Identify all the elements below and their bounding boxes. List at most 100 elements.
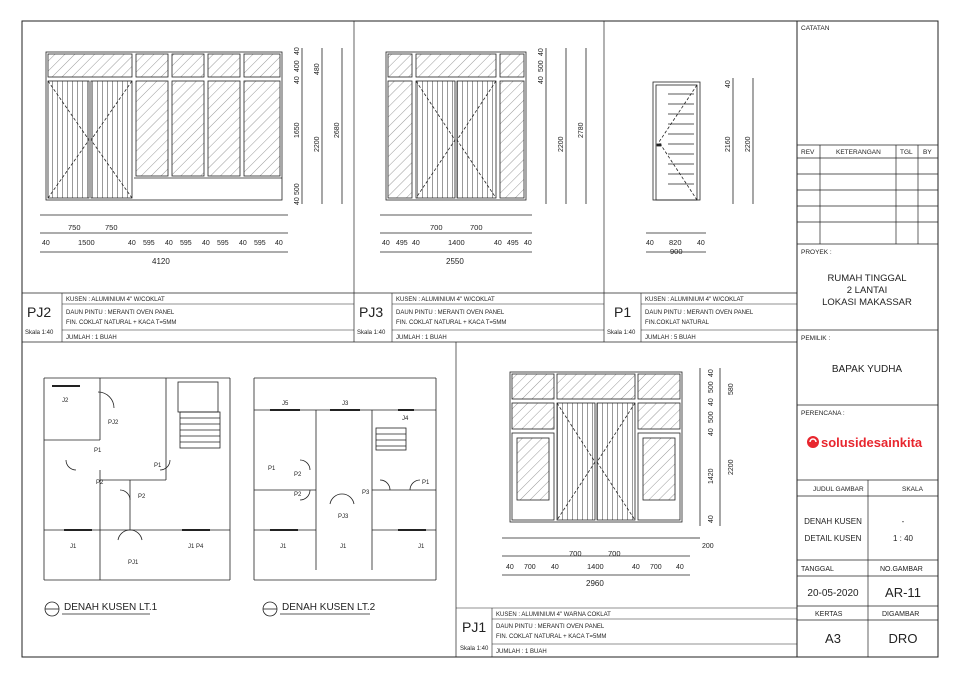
logo-mark: [807, 436, 819, 448]
logo-text-desain: desain: [859, 435, 900, 450]
catatan-label: CATATAN: [801, 25, 830, 32]
pj3-elevation: [380, 48, 587, 253]
pj1-dim-v40b: 40: [708, 398, 715, 406]
tag-p2a: P2: [96, 480, 104, 486]
pj3-dim-v2200: 2200: [558, 136, 565, 152]
pj3-title-strip: [391, 293, 604, 342]
pj2-dim-750b: 750: [105, 223, 118, 232]
pj3-daun: DAUN PINTU : MERANTI OVEN PANEL: [396, 310, 505, 316]
pj2-dim-v40b: 40: [294, 76, 301, 84]
pj1-dim-v40c: 40: [708, 428, 715, 436]
pj1-dim-700c: 700: [524, 564, 536, 571]
pj3-dim-40a: 40: [382, 240, 390, 247]
pemilik-label: PEMILIK :: [801, 335, 830, 342]
pemilik-value: BAPAK YUDHA: [832, 364, 903, 375]
pj2-fin: FIN. COKLAT NATURAL + KACA T=5MM: [66, 320, 176, 326]
pj3-dim-v40a: 40: [538, 48, 545, 56]
tag-j4: J4: [402, 416, 409, 422]
pj2-dim-595a: 595: [143, 240, 155, 247]
pj3-dim-v500: 500: [538, 60, 545, 72]
tag-j1c: J1: [280, 544, 287, 550]
digambar-value: DRO: [889, 631, 918, 646]
rev-header-tgl: TGL: [900, 149, 913, 156]
p1-dim-40b: 40: [697, 240, 705, 247]
kertas-label: KERTAS: [815, 611, 843, 618]
pj1-daun: DAUN PINTU : MERANTI OVEN PANEL: [496, 624, 605, 630]
rev-header-rev: REV: [801, 149, 815, 156]
pj1-dim-40b: 40: [551, 564, 559, 571]
nogambar-label: NO.GAMBAR: [880, 566, 923, 573]
p1-title-strip: [640, 293, 797, 342]
svg-text:solusidesainkita: solusidesainkita: [821, 435, 923, 450]
pj3-dim-40c: 40: [494, 240, 502, 247]
plan-lt2-title: DENAH KUSEN LT.2: [262, 601, 376, 617]
pj2-dim-40b: 40: [128, 240, 136, 247]
pj1-dim-v2200: 2200: [728, 459, 735, 475]
skala-label: SKALA: [902, 486, 924, 493]
proyek-line-1: RUMAH TINGGAL: [827, 273, 906, 284]
tag-p1d: P1: [422, 480, 430, 486]
pj3-kusen: KUSEN : ALUMINIUM 4" W/COKLAT: [396, 297, 495, 303]
tag-p2b: P2: [138, 494, 146, 500]
tag-p4: P4: [196, 544, 204, 550]
pj2-elevation: [40, 48, 343, 253]
rev-header-keterangan: KETERANGAN: [836, 149, 881, 156]
pj1-fin: FIN. COKLAT NATURAL + KACA T=5MM: [496, 634, 606, 640]
tag-pj1: PJ1: [128, 560, 139, 566]
pj3-dim-495b: 495: [507, 240, 519, 247]
pj3-scale: Skala 1:40: [357, 330, 386, 336]
sheet-borders: [21, 20, 939, 658]
pj3-dim-700a: 700: [430, 223, 443, 232]
pj3-jumlah: JUMLAH : 1 BUAH: [396, 335, 447, 341]
pj1-dim-1400: 1400: [587, 562, 604, 571]
pj2-dim-40e: 40: [239, 240, 247, 247]
pj2-dim-40a: 40: [42, 240, 50, 247]
pj3-fin: FIN. COKLAT NATURAL + KACA T=5MM: [396, 320, 506, 326]
pj2-dim-595c: 595: [217, 240, 229, 247]
pj2-scale: Skala 1:40: [25, 330, 54, 336]
tag-j5: J5: [282, 401, 289, 407]
tag-p2c: P2: [294, 472, 302, 478]
logo-text-kita: kita: [900, 435, 923, 450]
pj1-jumlah: JUMLAH : 1 BUAH: [496, 649, 547, 655]
pj1-scale: Skala 1:40: [460, 646, 489, 652]
tag-p2d: P2: [294, 492, 302, 498]
tag-j1d: J1: [340, 544, 347, 550]
pj3-dim-40d: 40: [524, 240, 532, 247]
kertas-value: A3: [825, 631, 841, 646]
p1-scale: Skala 1:40: [607, 330, 636, 336]
p1-dim-v2200: 2200: [745, 136, 752, 152]
tag-p3: P3: [362, 490, 370, 496]
pj1-dim-40c: 40: [632, 564, 640, 571]
proyek-line-3: LOKASI MAKASSAR: [822, 297, 912, 308]
p1-dim-40a: 40: [646, 240, 654, 247]
pj1-dim-40d: 40: [676, 564, 684, 571]
pj2-dim-v500: 500: [294, 183, 301, 195]
pj2-dim-750a: 750: [68, 223, 81, 232]
p1-jumlah: JUMLAH : 5 BUAH: [645, 335, 696, 341]
pj3-dim-total: 2550: [446, 257, 464, 266]
pj2-dim-v1650: 1650: [294, 122, 301, 138]
pj1-dim-v500a: 500: [708, 381, 715, 393]
pj1-dim-total: 2960: [586, 579, 604, 588]
pj1-title-strip: [456, 607, 797, 657]
plan-lt1-tags: J2 PJ2 P1 P1 P2 P2 PJ1 J1 J1 P4: [62, 398, 204, 566]
pj2-dim-v480: 480: [314, 63, 321, 75]
tag-j1a: J1: [70, 544, 77, 550]
skala-value-1: -: [902, 517, 905, 526]
pj3-dim-1400: 1400: [448, 238, 465, 247]
pj1-dim-700b: 700: [608, 549, 621, 558]
tag-p1a: P1: [94, 448, 102, 454]
p1-code: P1: [614, 304, 631, 320]
tag-j2: J2: [62, 398, 69, 404]
plan-lt1-title: DENAH KUSEN LT.1: [44, 601, 158, 617]
pj2-daun: DAUN PINTU : MERANTI OVEN PANEL: [66, 310, 175, 316]
pj1-dim-40a: 40: [506, 564, 514, 571]
p1-dim-v2160: 2160: [725, 136, 732, 152]
pj1-code: PJ1: [462, 619, 486, 635]
pj2-dim-v2200: 2200: [314, 136, 321, 152]
p1-fin: FIN.COKLAT NATURAL: [645, 320, 710, 326]
pj2-dim-40c: 40: [165, 240, 173, 247]
nogambar-value: AR-11: [885, 585, 921, 600]
